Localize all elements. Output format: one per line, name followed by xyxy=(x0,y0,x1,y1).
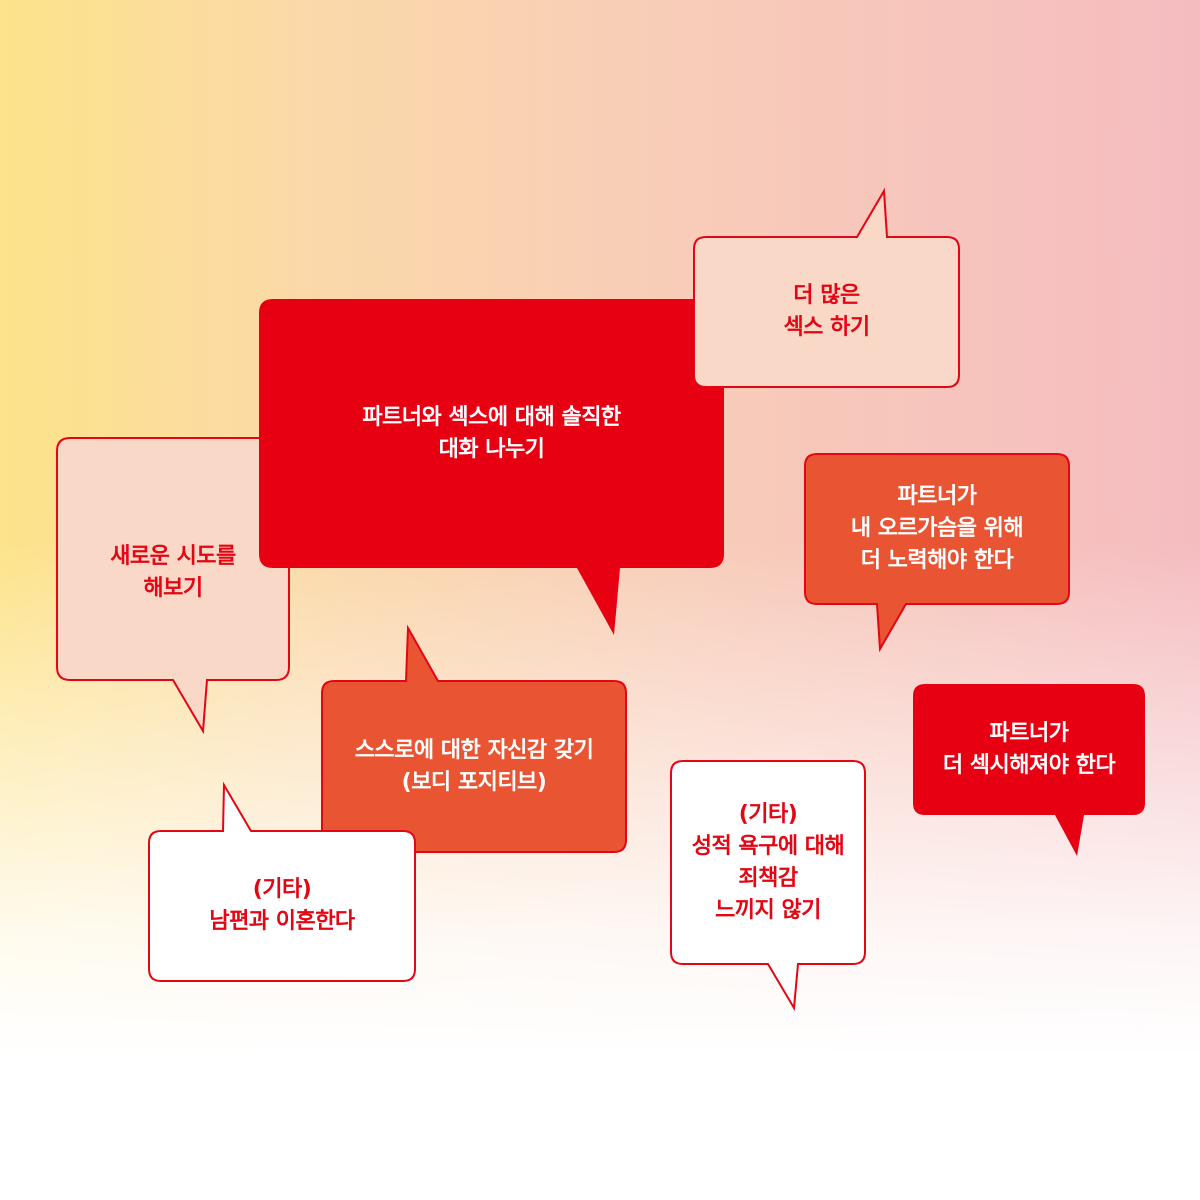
bubble-shape-divorce xyxy=(148,781,416,982)
bubble-divorce: (기타) 남편과 이혼한다 xyxy=(149,831,415,981)
bubble-shape-self-confidence xyxy=(321,624,627,853)
bubble-honest-talk: 파트너와 섹스에 대해 솔직한 대화 나누기 xyxy=(259,299,724,568)
bubble-line: 해보기 xyxy=(143,576,203,601)
bubble-line: 파트너가 xyxy=(989,720,1069,746)
bubble-line: 내 오르가슴을 위해 xyxy=(850,516,1024,541)
bubble-line: 죄책감 xyxy=(738,865,798,891)
bubble-line: (보디 포지티브) xyxy=(401,769,547,795)
bubble-shape-honest-talk xyxy=(259,299,724,635)
bubble-line: 파트너가 xyxy=(897,484,977,509)
bubble-line: (기타) xyxy=(738,801,798,827)
bubble-more-sex: 더 많은 섹스 하기 xyxy=(694,237,959,387)
bubble-line: 새로운 시도를 xyxy=(110,544,236,569)
bubble-line: 남편과 이혼한다 xyxy=(209,909,355,934)
bubble-line: 대화 나누기 xyxy=(438,436,545,462)
bubble-shape-more-sex xyxy=(693,187,960,388)
bubble-shape-no-guilt xyxy=(670,760,866,1012)
bubble-line: 파트너와 섹스에 대해 솔직한 xyxy=(362,404,621,430)
bubble-no-guilt: (기타) 성적 욕구에 대해 죄책감 느끼지 않기 xyxy=(671,761,865,964)
bubble-line: 더 많은 xyxy=(793,283,860,308)
bubble-line: 섹스 하기 xyxy=(783,315,870,340)
bubble-new-attempts: 새로운 시도를 해보기 xyxy=(57,438,289,708)
bubble-line: 성적 욕구에 대해 xyxy=(691,833,845,859)
bubble-shape-partner-sexier xyxy=(913,684,1145,856)
bubble-line: 스스로에 대한 자신감 갖기 xyxy=(354,737,594,763)
bubble-line: 더 노력해야 한다 xyxy=(860,548,1014,573)
bubble-line: 더 섹시해져야 한다 xyxy=(942,752,1116,778)
bubble-partner-orgasm: 파트너가 내 오르가슴을 위해 더 노력해야 한다 xyxy=(805,454,1069,604)
bubble-shape-partner-orgasm xyxy=(804,453,1070,653)
bubble-self-confidence: 스스로에 대한 자신감 갖기 (보디 포지티브) xyxy=(322,681,626,852)
bubble-partner-sexier: 파트너가 더 섹시해져야 한다 xyxy=(913,684,1145,815)
bubble-line: 느끼지 않기 xyxy=(715,897,821,923)
bubble-line: (기타) xyxy=(252,877,312,902)
